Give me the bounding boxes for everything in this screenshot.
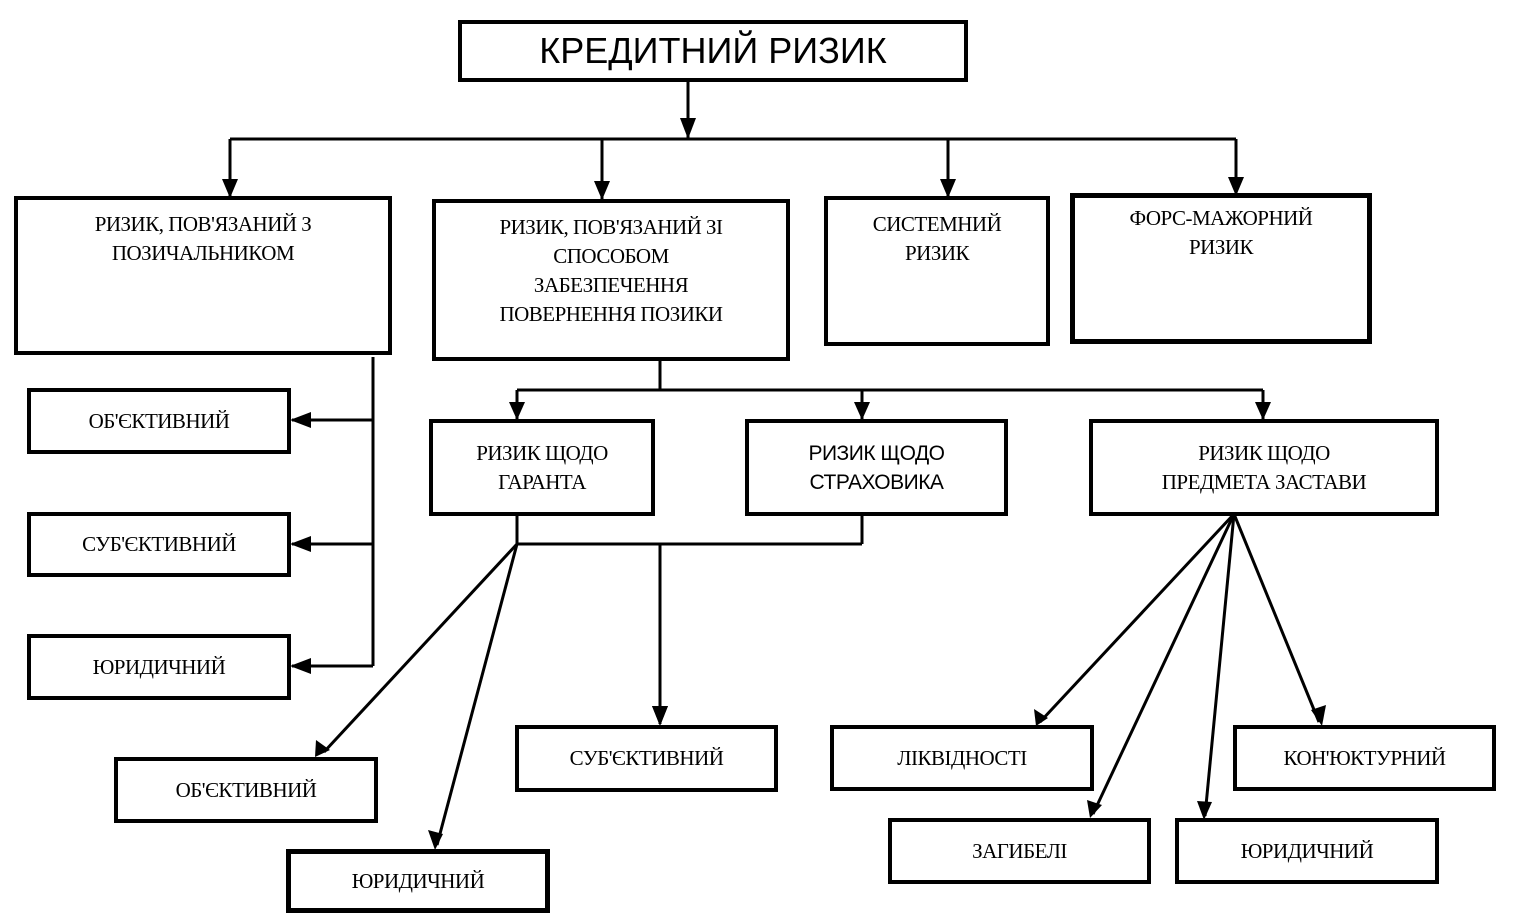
force-majeure-risk-box: ФОРС-МАЖОРНИЙ РИЗИК — [1070, 193, 1372, 344]
box-line: СИСТЕМНИЙ — [872, 212, 1002, 236]
box-label: ЮРИДИЧНИЙ — [92, 654, 226, 679]
box-line: ПОВЕРНЕННЯ ПОЗИКИ — [499, 302, 723, 326]
borrower-subjective-box: СУБ'ЄКТИВНИЙ — [27, 512, 291, 577]
connector-to-collateral-legal — [1203, 513, 1236, 817]
box-label: ОБ'ЄКТИВНИЙ — [88, 408, 230, 433]
market-box: КОН'ЮКТУРНИЙ — [1233, 725, 1496, 791]
box-label: СУБ'ЄКТИВНИЙ — [82, 532, 236, 556]
borrower-objective-box: ОБ'ЄКТИВНИЙ — [27, 388, 291, 454]
arrowhead — [1087, 800, 1102, 818]
box-line: ФОРС-МАЖОРНИЙ — [1129, 206, 1313, 230]
box-line: РИЗИК ЩОДО — [476, 440, 608, 465]
box-line: ГАРАНТА — [498, 469, 586, 494]
connector-to-gi-legal — [435, 543, 519, 846]
box-line: РИЗИК ЩОДО — [1198, 440, 1330, 465]
arrowhead — [1197, 801, 1212, 820]
gi-subjective-box: СУБ'ЄКТИВНИЙ — [515, 725, 778, 792]
arrowhead — [509, 402, 525, 420]
box-line: РИЗИК ЩОДО — [808, 441, 945, 465]
connector-to-gi-objective — [322, 542, 519, 754]
arrowhead — [290, 536, 311, 552]
box-line: СТРАХОВИКА — [809, 470, 944, 494]
box-line: РИЗИК, ПОВ'ЯЗАНИЙ ЗІ — [499, 215, 723, 239]
systemic-risk-box: СИСТЕМНИЙ РИЗИК — [824, 196, 1050, 346]
arrowhead — [1228, 177, 1244, 196]
box-line: СПОСОБОМ — [553, 244, 669, 268]
borrower-risk-box: РИЗИК, ПОВ'ЯЗАНИЙ З ПОЗИЧАЛЬНИКОМ — [14, 196, 392, 355]
gi-legal-box: ЮРИДИЧНИЙ — [286, 849, 550, 913]
arrowhead — [290, 658, 311, 674]
connector-to-liquidity — [1038, 512, 1236, 724]
collateral-risk-box: РИЗИК ЩОДО ПРЕДМЕТА ЗАСТАВИ — [1089, 419, 1439, 516]
liquidity-box: ЛІКВІДНОСТІ — [830, 725, 1094, 791]
collateral-legal-box: ЮРИДИЧНИЙ — [1175, 818, 1439, 884]
security-method-risk-box: РИЗИК, ПОВ'ЯЗАНИЙ ЗІ СПОСОБОМ ЗАБЕЗПЕЧЕН… — [432, 199, 790, 361]
box-line: ПОЗИЧАЛЬНИКОМ — [111, 241, 295, 265]
borrower-legal-box: ЮРИДИЧНИЙ — [27, 634, 291, 700]
connector-to-market — [1232, 513, 1321, 723]
root-box: КРЕДИТНИЙ РИЗИК — [458, 20, 968, 82]
box-label: СУБ'ЄКТИВНИЙ — [569, 746, 724, 770]
box-line: ПРЕДМЕТА ЗАСТАВИ — [1161, 469, 1367, 494]
arrowhead — [428, 830, 443, 850]
gi-objective-box: ОБ'ЄКТИВНИЙ — [114, 757, 378, 823]
loss-box: ЗАГИБЕЛІ — [888, 818, 1151, 884]
arrowhead — [854, 402, 870, 420]
connector-to-loss — [1091, 513, 1236, 815]
box-label: ЮРИДИЧНИЙ — [351, 868, 485, 893]
arrowhead — [652, 706, 668, 726]
arrowhead — [680, 118, 696, 139]
arrowhead — [222, 179, 238, 198]
box-label: ЛІКВІДНОСТІ — [897, 745, 1027, 770]
guarantor-risk-box: РИЗИК ЩОДО ГАРАНТА — [429, 419, 655, 516]
root-label: КРЕДИТНИЙ РИЗИК — [539, 30, 887, 71]
arrowhead — [315, 740, 330, 757]
arrowhead — [594, 181, 610, 200]
box-label: КОН'ЮКТУРНИЙ — [1283, 745, 1446, 770]
arrowhead — [290, 412, 311, 428]
arrowhead — [1034, 709, 1048, 726]
box-label: ЗАГИБЕЛІ — [972, 838, 1067, 863]
box-label: ЮРИДИЧНИЙ — [1240, 838, 1374, 863]
box-label: ОБ'ЄКТИВНИЙ — [175, 777, 317, 802]
box-line: РИЗИК — [1188, 235, 1254, 259]
box-line: РИЗИК, ПОВ'ЯЗАНИЙ З — [94, 212, 312, 236]
box-line: ЗАБЕЗПЕЧЕННЯ — [533, 273, 689, 297]
box-line: РИЗИК — [904, 241, 970, 265]
insurer-risk-box: РИЗИК ЩОДО СТРАХОВИКА — [745, 419, 1008, 516]
arrowhead — [1311, 705, 1326, 726]
arrowhead — [1255, 402, 1271, 420]
arrowhead — [940, 179, 956, 198]
